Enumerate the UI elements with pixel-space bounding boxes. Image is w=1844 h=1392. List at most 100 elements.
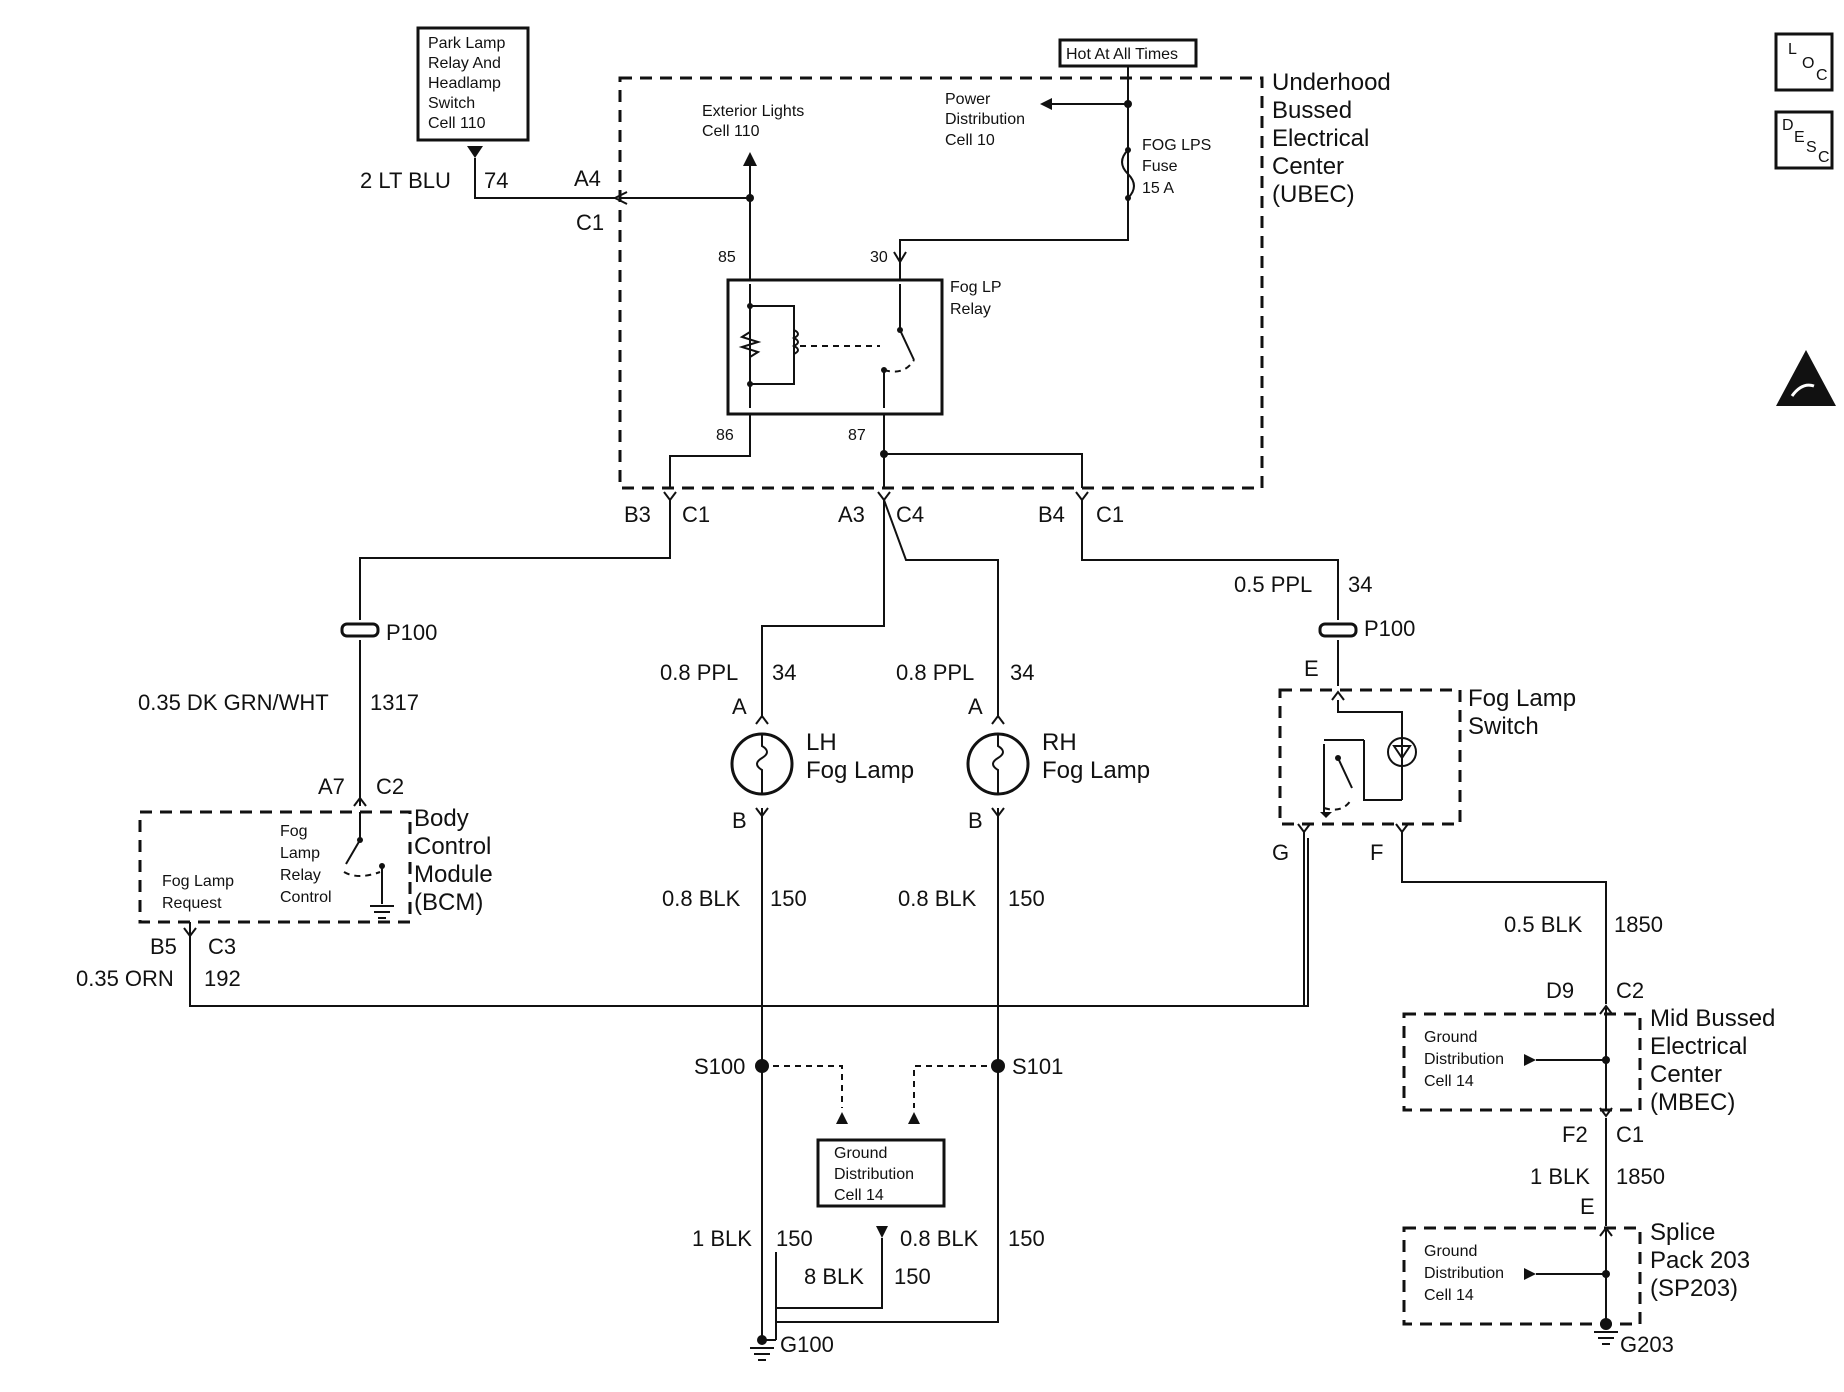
- ground-g203-label: G203: [1620, 1332, 1674, 1357]
- bottom-150-b: 150: [1008, 1226, 1045, 1251]
- mbec-line3: Center: [1650, 1061, 1722, 1088]
- pin-86: 86: [716, 427, 734, 444]
- splice-line3: (SP203): [1650, 1275, 1738, 1302]
- connector-c1-mbec: C1: [1616, 1122, 1644, 1147]
- mbec-box: Mid Bussed Electrical Center (MBEC) Grou…: [1402, 1004, 1775, 1118]
- bcm-line3: Module: [414, 861, 493, 888]
- connector-b5: B5: [150, 934, 177, 959]
- connector-c2-bcm: C2: [376, 774, 404, 799]
- mbec-gnd-line1: Ground: [1424, 1029, 1477, 1046]
- connector-a4: A4: [574, 166, 601, 191]
- hot-at-all-times: Hot At All Times: [1066, 46, 1178, 63]
- splice-line2: Pack 203: [1650, 1247, 1750, 1274]
- rh-lamp-line2: Fog Lamp: [1042, 757, 1150, 784]
- loc-icon: L O C: [1774, 32, 1834, 92]
- rh-wire-blk: 0.8 BLK: [898, 886, 977, 911]
- switch-wire-blk: 0.5 BLK: [1504, 912, 1583, 937]
- lh-lamp-line2: Fog Lamp: [806, 757, 914, 784]
- svg-text:L: L: [1788, 41, 1797, 58]
- park-lamp-line2: Relay And: [428, 55, 501, 72]
- splice-gnd-line3: Cell 14: [1424, 1287, 1474, 1304]
- ubec-line2: Bussed: [1272, 97, 1352, 124]
- connector-c1-top: C1: [576, 210, 604, 235]
- lh-wire-ppl: 0.8 PPL: [660, 660, 738, 685]
- switch-pin-f: F: [1370, 840, 1383, 865]
- mbec-gnd-line2: Distribution: [1424, 1051, 1504, 1068]
- exterior-lights-line2: Cell 110: [702, 123, 760, 140]
- p100-right: P100: [1364, 616, 1415, 641]
- splice-gnd-line2: Distribution: [1424, 1265, 1504, 1282]
- connector-c3: C3: [208, 934, 236, 959]
- mbec-line4: (MBEC): [1650, 1089, 1735, 1116]
- splice-pack-box: Splice Pack 203 (SP203) Ground Distribut…: [1402, 1219, 1750, 1326]
- wire-orn: 0.35 ORN: [76, 966, 174, 991]
- exterior-lights-line1: Exterior Lights: [702, 103, 804, 120]
- svg-text:O: O: [1802, 55, 1814, 72]
- park-lamp-line5: Cell 110: [428, 115, 486, 132]
- svg-text:S: S: [1806, 139, 1817, 156]
- relay-line1: Fog LP: [950, 279, 1002, 296]
- splice-pin-e: E: [1580, 1194, 1595, 1219]
- pin-87: 87: [848, 427, 866, 444]
- bottom-8-blk: 8 BLK: [804, 1264, 864, 1289]
- ubec-line5: (UBEC): [1272, 181, 1355, 208]
- ground-g203: G203: [1594, 1318, 1674, 1357]
- connector-f2: F2: [1562, 1122, 1588, 1147]
- svg-text:C: C: [1818, 149, 1830, 166]
- connector-d9: D9: [1546, 978, 1574, 1003]
- wire-192: 192: [204, 966, 241, 991]
- center-gnd-line1: Ground: [834, 1145, 887, 1162]
- lh-wire-blk: 0.8 BLK: [662, 886, 741, 911]
- ubec-line4: Center: [1272, 153, 1344, 180]
- pin-30: 30: [870, 249, 888, 266]
- switch-wire-1850: 1850: [1614, 912, 1663, 937]
- esd-warning-icon: [1776, 350, 1836, 406]
- connector-b3: B3: [624, 502, 651, 527]
- rh-wire-150: 150: [1008, 886, 1045, 911]
- bottom-150-a: 150: [776, 1226, 813, 1251]
- bottom-0-8-blk: 0.8 BLK: [900, 1226, 979, 1251]
- bottom-1-blk: 1 BLK: [692, 1226, 752, 1251]
- lh-pin-b: B: [732, 808, 747, 833]
- connector-c1-b3: C1: [682, 502, 710, 527]
- power-dist-line2: Distribution: [945, 111, 1025, 128]
- mbec-line1: Mid Bussed: [1650, 1005, 1775, 1032]
- lh-wire-34: 34: [772, 660, 796, 685]
- park-lamp-reference: Park Lamp Relay And Headlamp Switch Cell…: [416, 26, 628, 205]
- switch-pin-e: E: [1304, 656, 1319, 681]
- p100-left: P100: [386, 620, 437, 645]
- center-gnd-line2: Distribution: [834, 1166, 914, 1183]
- rh-wire-ppl: 0.8 PPL: [896, 660, 974, 685]
- bcm-fog-line3: Relay: [280, 867, 321, 884]
- connector-b4: B4: [1038, 502, 1065, 527]
- switch-line1: Fog Lamp: [1468, 685, 1576, 712]
- lh-pin-a: A: [732, 694, 747, 719]
- switch-pin-g: G: [1272, 840, 1289, 865]
- bcm-line4: (BCM): [414, 889, 483, 916]
- svg-text:C: C: [1816, 67, 1828, 84]
- fuse-line1: FOG LPS: [1142, 137, 1211, 154]
- lh-fog-lamp: LH Fog Lamp: [730, 714, 914, 818]
- relay-line2: Relay: [950, 301, 991, 318]
- park-lamp-line1: Park Lamp: [428, 35, 505, 52]
- connector-c1-b4: C1: [1096, 502, 1124, 527]
- fog-lamp-switch: Fog Lamp Switch: [1278, 685, 1576, 834]
- park-lamp-line3: Headlamp: [428, 75, 501, 92]
- ubec-box: Underhood Bussed Electrical Center (UBEC…: [618, 69, 1391, 490]
- wire-74: 74: [484, 168, 508, 193]
- rh-fog-lamp: RH Fog Lamp: [966, 714, 1150, 818]
- bottom-150-c: 150: [894, 1264, 931, 1289]
- rh-wire-34: 34: [1010, 660, 1034, 685]
- lh-wire-150: 150: [770, 886, 807, 911]
- fog-lp-relay: Fog LP Relay 85 30 86 87: [716, 249, 1002, 444]
- bcm-line2: Control: [414, 833, 491, 860]
- connector-a3: A3: [838, 502, 865, 527]
- switch-line2: Switch: [1468, 713, 1539, 740]
- power-dist-line3: Cell 10: [945, 132, 995, 149]
- rh-pin-b: B: [968, 808, 983, 833]
- pin-85: 85: [718, 249, 736, 266]
- connector-a7: A7: [318, 774, 345, 799]
- switch-wire-ppl: 0.5 PPL: [1234, 572, 1312, 597]
- splice-gnd-line1: Ground: [1424, 1243, 1477, 1260]
